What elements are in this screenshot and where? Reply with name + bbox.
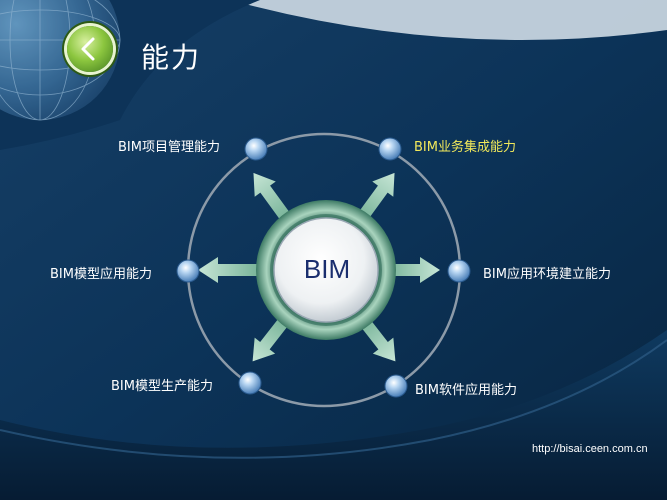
label-software-application: BIM软件应用能力 <box>415 383 517 398</box>
slide-title: 能力 <box>141 41 202 74</box>
label-business-integration: BIM业务集成能力 <box>414 140 516 155</box>
label-project-management: BIM项目管理能力 <box>118 140 220 155</box>
node-model-production <box>238 371 262 395</box>
label-environment-building: BIM应用环境建立能力 <box>483 267 611 282</box>
back-button[interactable] <box>67 26 113 72</box>
node-environment-building <box>447 259 471 283</box>
node-project-management <box>244 137 268 161</box>
node-markers <box>176 137 471 398</box>
label-model-application: BIM模型应用能力 <box>50 267 152 282</box>
label-model-production: BIM模型生产能力 <box>111 379 213 394</box>
node-business-integration <box>378 137 402 161</box>
center-hub <box>256 200 396 340</box>
source-url: http://bisai.ceen.com.cn <box>532 443 648 455</box>
node-software-application <box>384 374 408 398</box>
chevron-left-icon <box>81 37 95 61</box>
center-label: BIM <box>303 254 351 284</box>
node-model-application <box>176 259 200 283</box>
